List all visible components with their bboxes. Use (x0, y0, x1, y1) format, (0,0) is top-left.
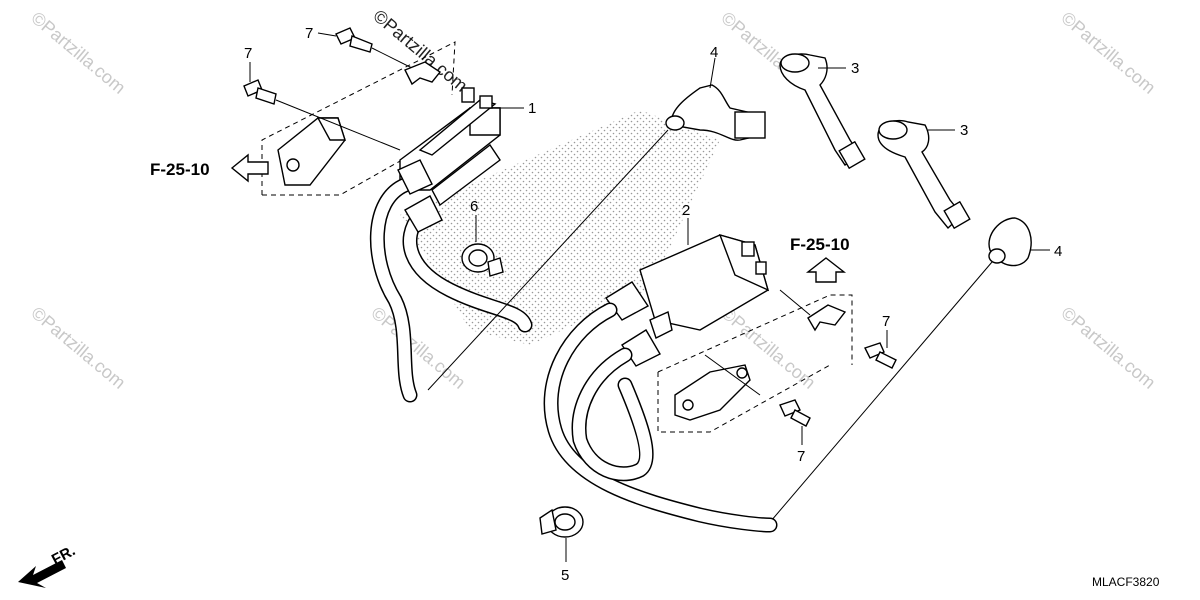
callout-4-a: 4 (710, 44, 718, 61)
bolt-7-right-upper (864, 342, 897, 369)
plug-cap-3-b (877, 119, 971, 230)
plug-cap-4-upper (665, 84, 766, 141)
callout-7-c: 7 (882, 313, 890, 330)
callout-7-b: 7 (305, 25, 313, 42)
bracket-plate-left (277, 117, 346, 186)
callout-5: 5 (561, 567, 569, 584)
coil-1-cables (369, 177, 533, 403)
boot-coil-1-a (397, 159, 433, 195)
bolt-7-upper-left (243, 79, 277, 105)
ignition-coil-2 (639, 233, 770, 339)
diagram-code: MLACF3820 (1092, 575, 1160, 589)
plug-cap-4-lower (988, 217, 1032, 267)
stipple-region (400, 110, 720, 345)
reference-left: F-25-10 (150, 160, 210, 179)
callout-3-b: 3 (960, 122, 968, 139)
clip-top (404, 61, 442, 86)
reference-right: F-25-10 (790, 235, 850, 254)
watermark-text: ©Partzilla.com (1057, 8, 1159, 98)
plug-cap-3-a (779, 53, 866, 170)
callout-7-a: 7 (244, 45, 252, 62)
callout-6: 6 (470, 198, 478, 215)
clamp-5 (539, 506, 584, 538)
clip-right (807, 304, 847, 332)
bolt-7-top (335, 27, 373, 53)
coil-2-cables (543, 302, 778, 533)
bracket-dashed-outline-right (657, 294, 853, 433)
clamp-6 (461, 243, 504, 277)
callout-2: 2 (682, 202, 690, 219)
watermark-text-top: ©Partzilla.com (369, 6, 471, 96)
watermark-text: ©Partzilla.com (27, 303, 129, 393)
callout-7-d: 7 (797, 448, 805, 465)
watermark-text: ©Partzilla.com (367, 303, 469, 393)
ref-arrow-left (230, 153, 269, 183)
ref-arrow-right (805, 257, 847, 283)
bolt-7-right-lower (779, 399, 811, 427)
front-arrow-icon (18, 560, 66, 588)
callout-4-b: 4 (1054, 243, 1062, 260)
boot-coil-1-b (404, 195, 443, 233)
watermark-text: ©Partzilla.com (1057, 303, 1159, 393)
callout-1: 1 (528, 100, 536, 117)
bracket-plate-right (674, 364, 751, 421)
callout-3-a: 3 (851, 60, 859, 77)
watermark-text: ©Partzilla.com (27, 8, 129, 98)
